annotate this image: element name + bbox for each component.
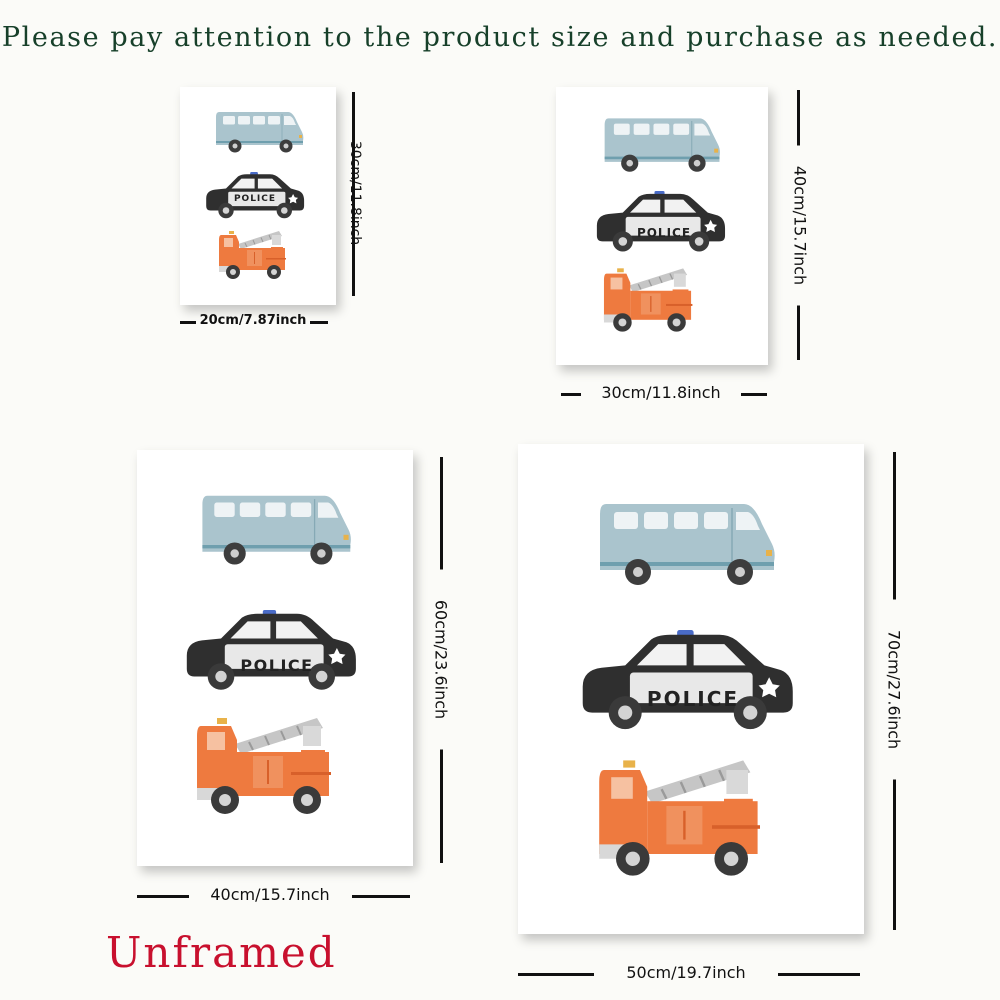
- size-notice-heading: Please pay attention to the product size…: [1, 22, 999, 53]
- unframed-note: Unframed: [106, 928, 337, 977]
- width-dimension-line: [561, 393, 581, 396]
- police-label: POLICE: [234, 194, 276, 204]
- vehicle-artwork: POLICE: [186, 495, 356, 815]
- height-dimension-line: [352, 92, 355, 296]
- poster-small-height-label: 30cm/11.8inch: [347, 140, 363, 246]
- vehicle-artwork: POLICE: [206, 111, 305, 280]
- fire-truck-illustration: [598, 759, 762, 877]
- poster-medium: POLICE: [556, 87, 768, 365]
- width-dimension-line: [778, 973, 860, 976]
- police-label: POLICE: [637, 226, 691, 240]
- vehicle-artwork: POLICE: [596, 117, 726, 333]
- poster-large: POLICE: [137, 450, 413, 866]
- poster-xlarge: POLICE: [518, 444, 864, 934]
- poster-large-height-label: 60cm/23.6inch: [431, 569, 451, 750]
- van-illustration: [215, 111, 304, 153]
- police-label: POLICE: [647, 687, 739, 711]
- poster-large-width-label: 40cm/15.7inch: [210, 885, 330, 904]
- width-dimension-line: [310, 321, 328, 324]
- poster-medium-width-label: 30cm/11.8inch: [601, 383, 721, 402]
- poster-medium-height-label: 40cm/15.7inch: [790, 145, 810, 306]
- poster-xlarge-height-label: 70cm/27.6inch: [884, 599, 904, 780]
- van-illustration: [599, 503, 776, 586]
- width-dimension-line: [137, 895, 189, 898]
- height-dimension-line: [797, 96, 800, 140]
- width-dimension-line: [352, 895, 410, 898]
- fire-truck-illustration: [196, 717, 332, 815]
- poster-small: POLICE: [180, 87, 336, 305]
- fire-truck-illustration: [603, 267, 694, 333]
- fire-truck-illustration: [218, 230, 287, 280]
- width-dimension-line: [741, 393, 767, 396]
- van-illustration: [604, 117, 721, 173]
- van-illustration: [201, 495, 352, 566]
- police-label: POLICE: [240, 656, 313, 675]
- width-dimension-line: [518, 973, 594, 976]
- police-car-illustration: [596, 191, 726, 252]
- poster-small-width-label: 20cm/7.87inch: [199, 313, 307, 328]
- vehicle-artwork: POLICE: [582, 503, 793, 877]
- police-car-illustration: [186, 610, 356, 690]
- poster-xlarge-width-label: 50cm/19.7inch: [626, 963, 746, 982]
- width-dimension-line: [180, 321, 196, 324]
- police-car-illustration: [582, 630, 793, 730]
